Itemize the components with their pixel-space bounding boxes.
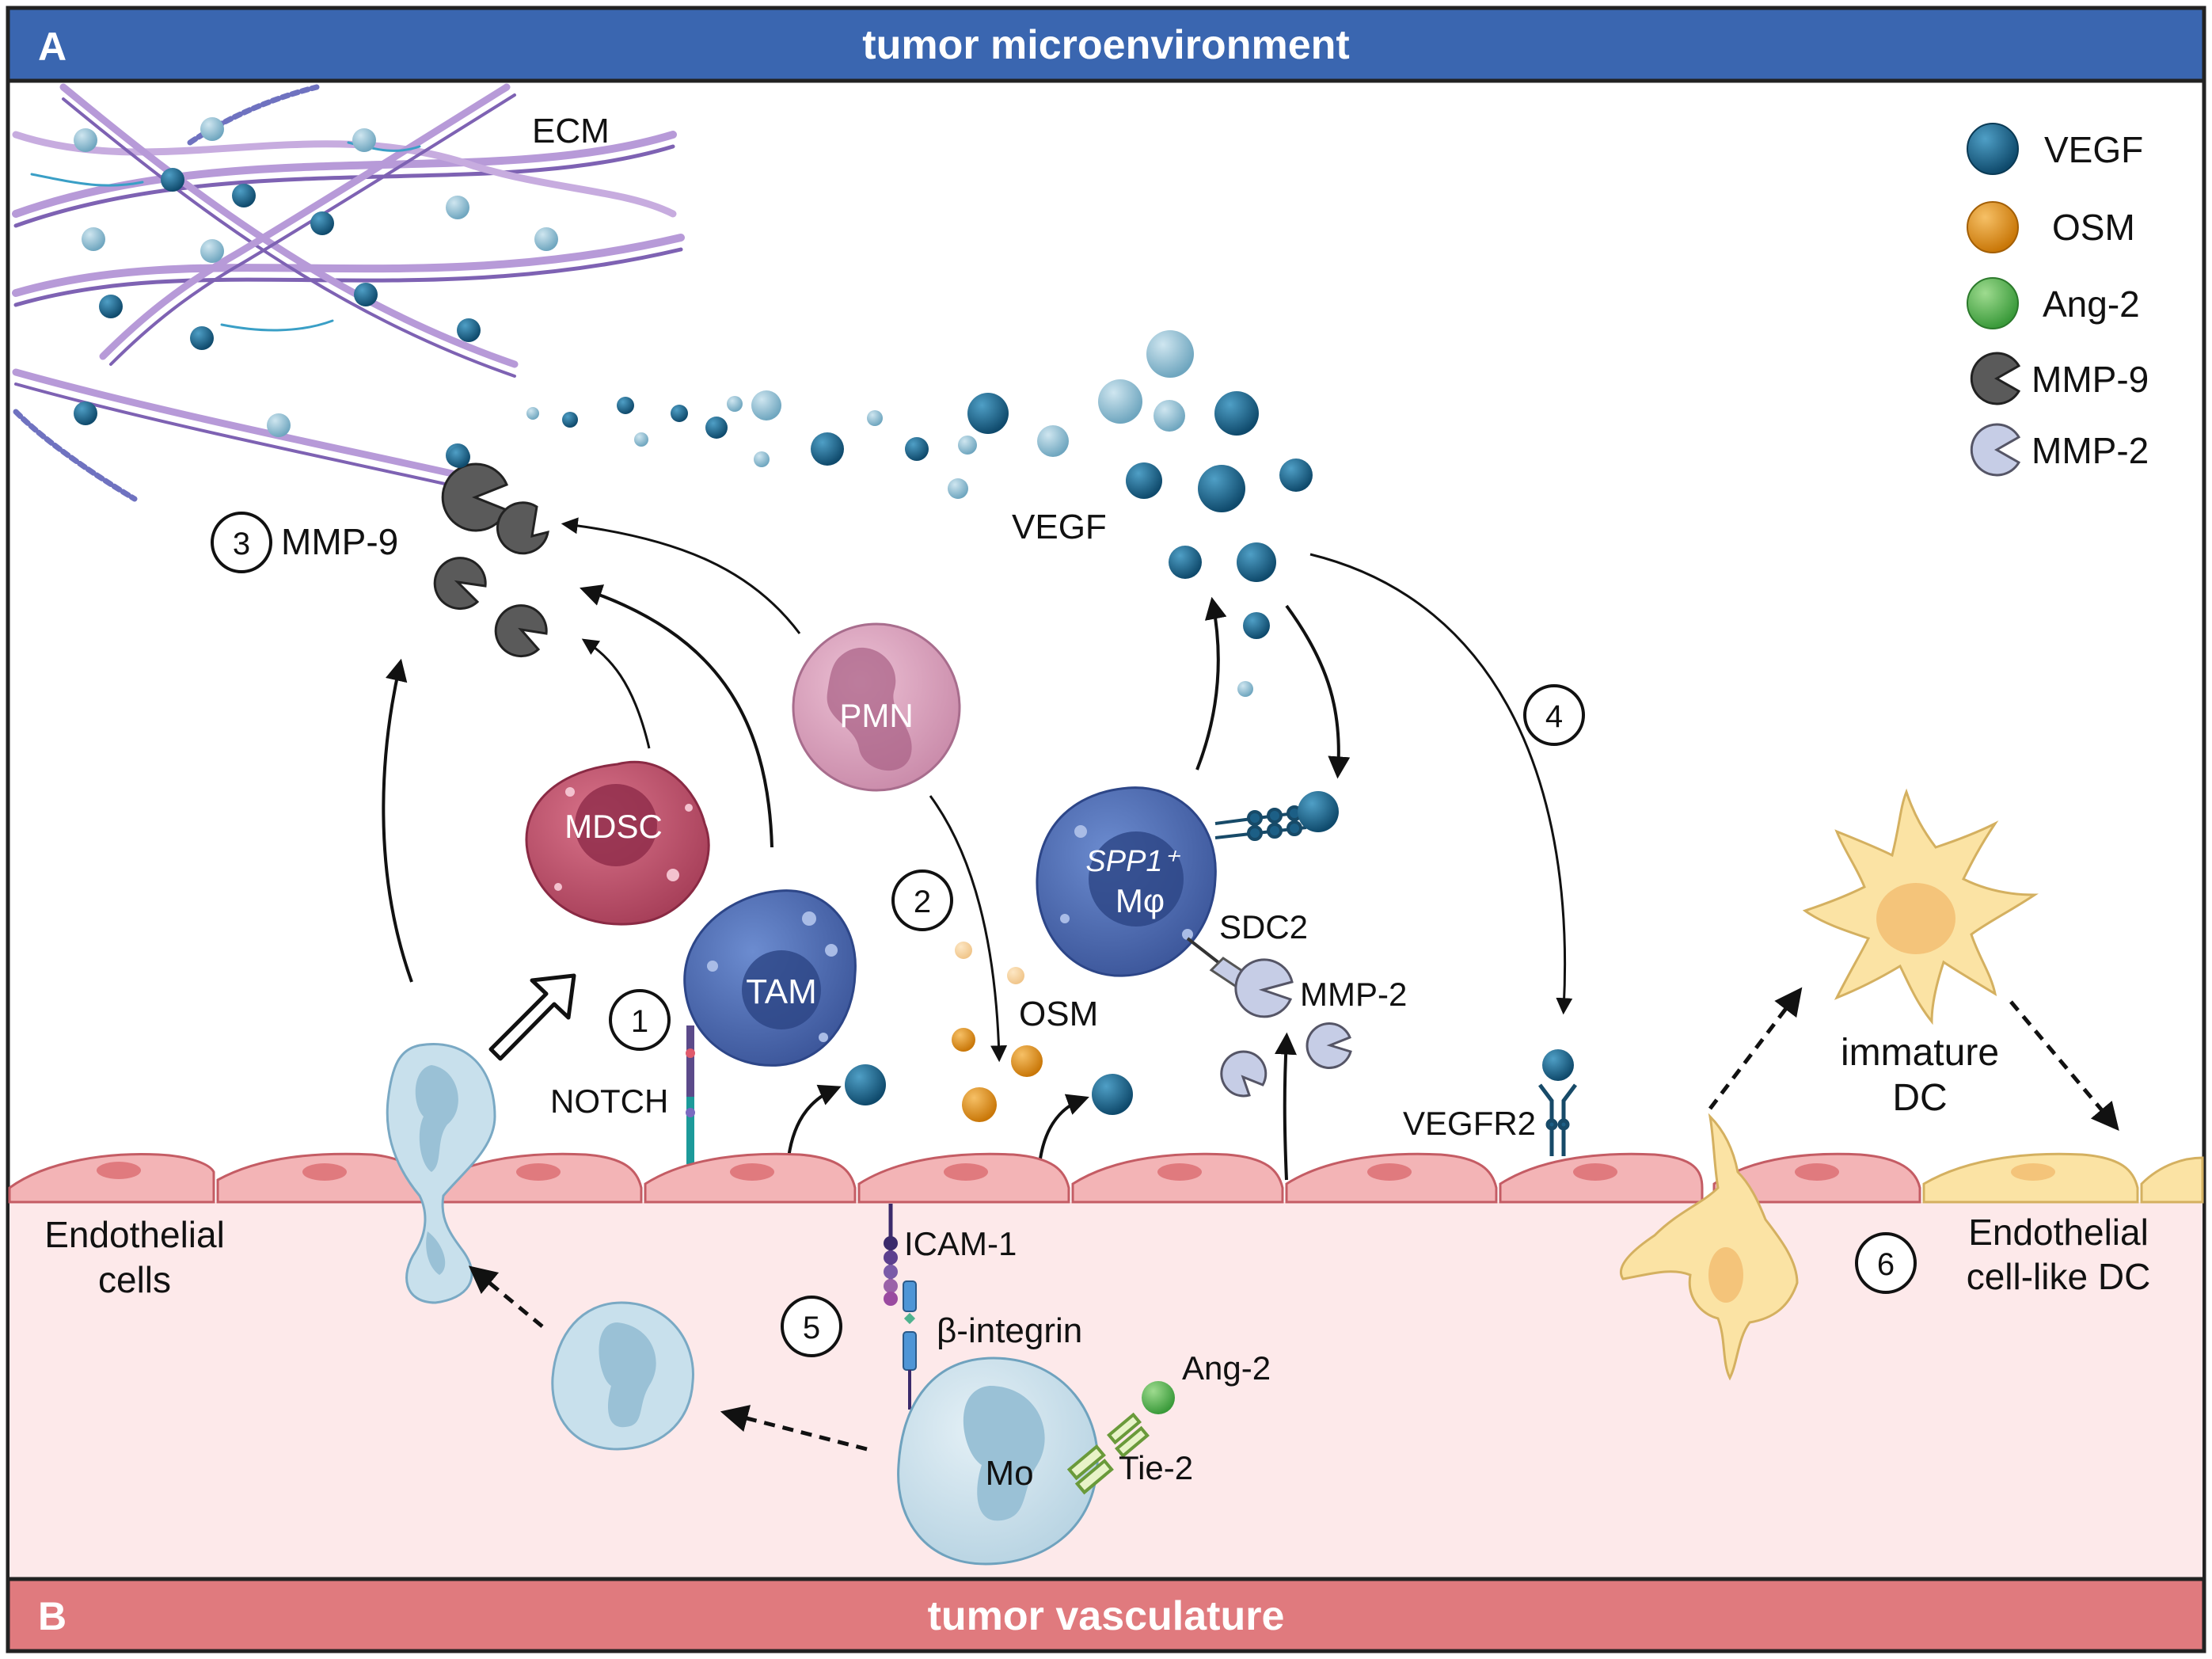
- dc-in-vessel: [1619, 1113, 1799, 1381]
- mdsc-cell: MDSC: [525, 760, 710, 926]
- mdsc-label: MDSC: [564, 808, 663, 845]
- vegf-particles: [74, 117, 1313, 697]
- tam-cell: TAM: [683, 889, 857, 1067]
- pmn-label: PMN: [839, 697, 913, 734]
- spp1-macrophage: SPP1⁺ Mφ: [1036, 786, 1217, 977]
- mmp9-label: MMP-9: [281, 521, 398, 562]
- mphi-label: Mφ: [1116, 882, 1165, 919]
- step-6-marker: 6: [1855, 1232, 1917, 1294]
- tam-label: TAM: [746, 972, 817, 1011]
- legend-label-vegf: VEGF: [2044, 129, 2143, 170]
- vegf-label: VEGF: [1012, 508, 1107, 546]
- mo-to-circulating-arrow: [720, 1405, 868, 1452]
- ang2-ball-icon: [1967, 277, 2019, 329]
- step-1-marker: 1: [609, 989, 671, 1051]
- svg-text:5: 5: [803, 1311, 820, 1345]
- mmp9-arrows: [382, 517, 801, 983]
- mmp9-pacman-icon: [1970, 352, 2021, 405]
- ec-like-dc-label-2: cell-like DC: [1967, 1256, 2151, 1297]
- immature-dc-label-1: immature: [1841, 1032, 1999, 1074]
- ecm-fibers: [12, 83, 685, 502]
- header-title: tumor microenvironment: [862, 22, 1349, 68]
- pmn-cell: PMN: [792, 622, 961, 792]
- endothelial-nuclei: [97, 1162, 1839, 1181]
- step-2-marker: 2: [891, 869, 953, 931]
- vessel-lumen: [10, 1202, 2202, 1579]
- footer-title: tumor vasculature: [928, 1593, 1285, 1639]
- tie2-receptor: [1066, 1412, 1150, 1495]
- notch-receptor: [686, 1025, 695, 1164]
- tie2-label: Tie-2: [1119, 1449, 1193, 1486]
- mmp2-label: MMP-2: [1300, 976, 1407, 1013]
- vegfr2-receptor: [1538, 1083, 1577, 1156]
- svg-text:1: 1: [631, 1004, 648, 1039]
- spp1-label: SPP1⁺: [1085, 845, 1180, 878]
- transition-arrow: [488, 973, 576, 1061]
- osm-ball-icon: [1967, 201, 2019, 253]
- endothelial-cells-label-1: Endothelial: [44, 1214, 225, 1255]
- endothelial-cells-label-2: cells: [98, 1259, 171, 1300]
- ang2-ball: [1142, 1381, 1175, 1414]
- secreted-vegf-2: [1092, 1074, 1133, 1115]
- ecm-label: ECM: [532, 112, 610, 150]
- bound-vegf: [1298, 791, 1339, 832]
- icam1-label: ICAM-1: [904, 1225, 1017, 1262]
- monocyte-cell: Mo: [897, 1356, 1099, 1566]
- ec-to-vegf-arrow-2: [1038, 1094, 1089, 1165]
- ang2-label: Ang-2: [1182, 1349, 1271, 1387]
- legend-label-osm: OSM: [2052, 207, 2135, 248]
- svg-text:2: 2: [914, 885, 931, 919]
- legend: VEGF OSM Ang-2 MMP-9 MMP-2: [1967, 123, 2149, 477]
- dc-to-immature-arrow: [1708, 987, 1803, 1110]
- ec-like-dc-label-1: Endothelial: [1968, 1212, 2149, 1253]
- osm-particles: [952, 942, 1043, 1122]
- panel-letter-a: A: [38, 25, 67, 69]
- vegf-ball-icon: [1967, 123, 2019, 175]
- legend-label-ang2: Ang-2: [2043, 283, 2140, 325]
- beta-integrin-label: β-integrin: [937, 1311, 1082, 1350]
- sdc2-label: SDC2: [1219, 908, 1308, 946]
- vegfr2-label: VEGFR2: [1403, 1105, 1536, 1142]
- mmp9-cluster: [433, 462, 549, 658]
- legend-label-mmp2: MMP-2: [2031, 430, 2149, 471]
- circulating-to-transmigrating-arrow: [468, 1265, 544, 1328]
- step-4-marker: 4: [1523, 684, 1585, 746]
- transmigrating-monocyte: [386, 1043, 496, 1304]
- pmn-to-osm-arrow: [929, 795, 1008, 1063]
- icam1-molecule: [884, 1204, 898, 1306]
- header-bar: A tumor microenvironment: [6, 6, 2206, 83]
- secreted-vegf-1: [845, 1064, 886, 1105]
- circulating-monocyte: [551, 1301, 694, 1451]
- mo-label: Mo: [985, 1454, 1033, 1493]
- immature-dc: [1802, 788, 2039, 1025]
- legend-label-mmp9: MMP-9: [2031, 359, 2149, 400]
- step-5-marker: 5: [781, 1296, 842, 1357]
- footer-bar: B tumor vasculature: [6, 1577, 2206, 1653]
- ec-like-dc-layer: [1922, 1152, 2204, 1204]
- vegf-receptor-chain: [1214, 805, 1307, 841]
- svg-text:3: 3: [233, 527, 250, 561]
- step-3-marker: 3: [211, 512, 272, 573]
- vegf-ball: [448, 446, 470, 468]
- vegf-arrows: [1195, 553, 1573, 1181]
- mmp2-cluster: [1220, 958, 1352, 1098]
- mmp2-pacman-icon: [1970, 423, 2021, 477]
- svg-text:4: 4: [1545, 699, 1563, 734]
- vegfr2-bound-vegf: [1542, 1049, 1574, 1081]
- immature-dc-label-2: DC: [1892, 1077, 1947, 1119]
- svg-text:6: 6: [1877, 1247, 1895, 1282]
- ec-to-vegf-arrow-1: [786, 1084, 842, 1165]
- notch-label: NOTCH: [550, 1083, 668, 1120]
- beta-integrin-molecule: [903, 1280, 917, 1410]
- panel-letter-b: B: [38, 1594, 67, 1638]
- osm-label: OSM: [1019, 995, 1098, 1033]
- immature-to-ec-like-arrow: [2009, 1000, 2119, 1132]
